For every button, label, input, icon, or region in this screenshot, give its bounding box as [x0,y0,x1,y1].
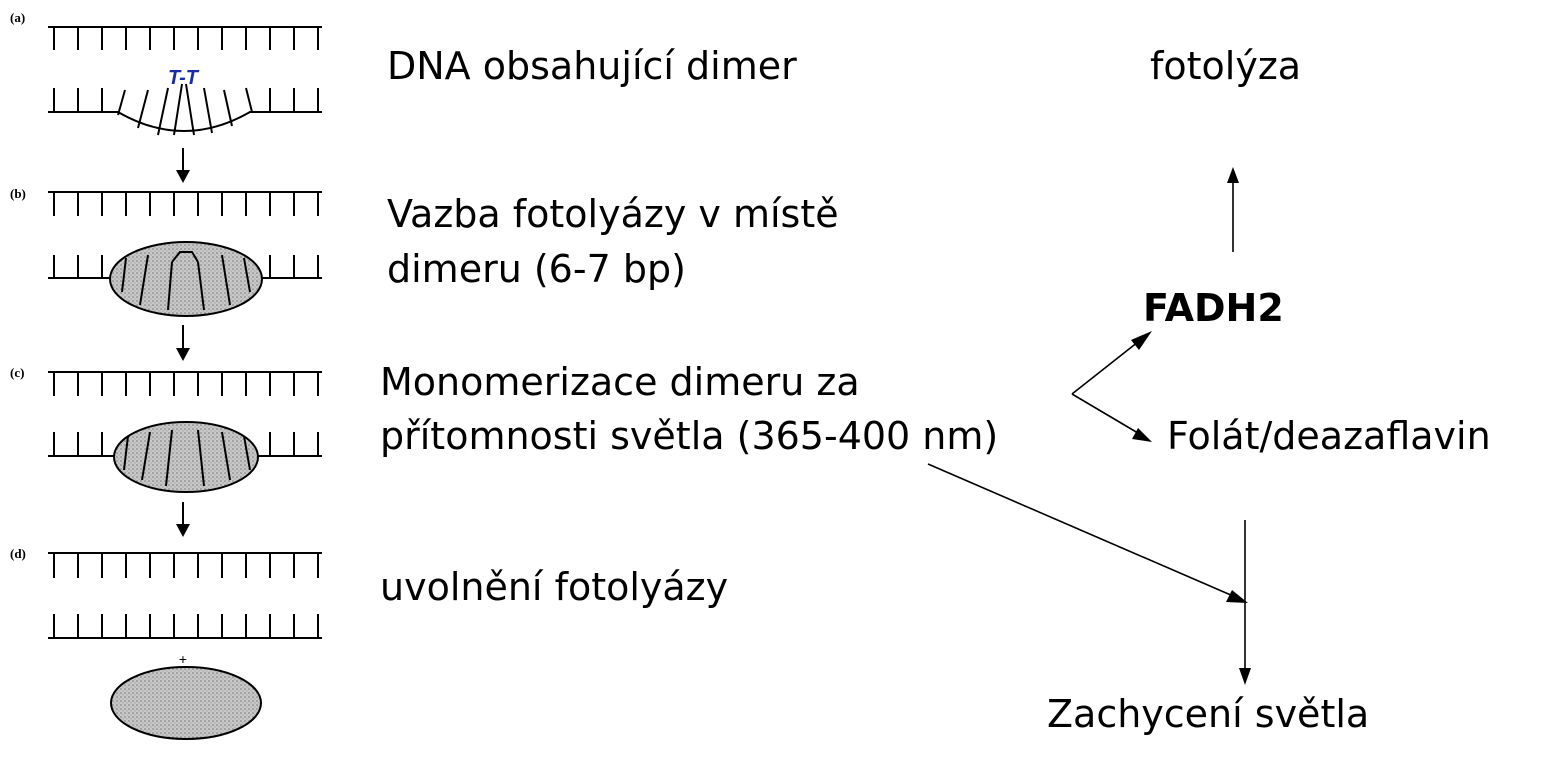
step-d-text: uvolnění fotolyázy [380,565,729,609]
panel-c-monomerization [48,371,322,493]
panel-label-d: (d) [10,546,26,561]
panel-d-release [48,552,322,740]
step-c-text-line2: přítomnosti světla (365-400 nm) [380,414,999,458]
dimer-label: T-T [168,67,200,89]
right-arrows [927,167,1251,685]
arrow-a-to-b [176,148,190,183]
panel-a-dna-with-dimer [48,26,322,136]
panel-b-enzyme-binding [48,191,322,317]
step-b-text-line1: Vazba fotolyázy v místě [387,192,839,236]
zachyceni-label: Zachycení světla [1047,692,1370,736]
step-a-text: DNA obsahující dimer [387,44,797,88]
plus-sign: + [179,651,187,667]
step-c-text-line1: Monomerizace dimeru za [380,360,860,404]
folat-label: Folát/deazaflavin [1167,414,1491,458]
fadh2-label: FADH2 [1143,286,1284,330]
arrow-c-to-d [176,502,190,537]
step-b-text-line2: dimeru (6-7 bp) [387,247,686,291]
panel-label-a: (a) [10,10,26,25]
panel-label-c: (c) [10,365,25,380]
panel-label-b: (b) [10,186,26,201]
arrow-b-to-c [176,325,190,361]
fotolyza-label: fotolýza [1150,44,1302,88]
